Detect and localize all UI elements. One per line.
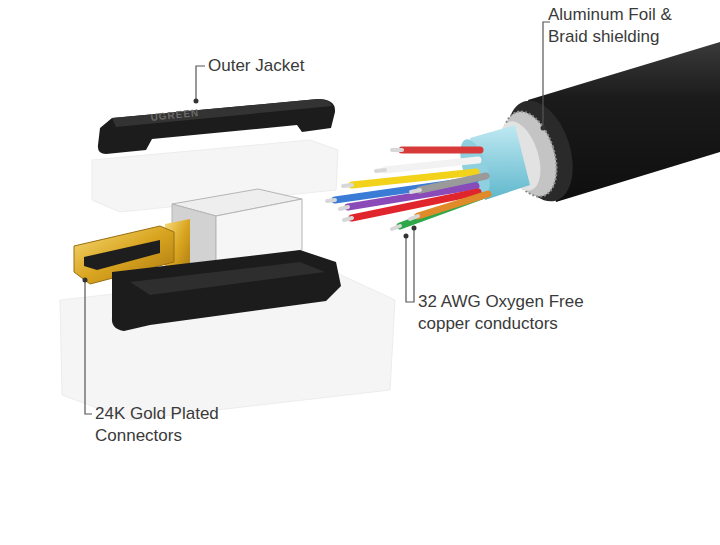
- leader-lines: [85, 22, 550, 414]
- part-label: Outer Jacket: [208, 55, 348, 77]
- leader-line: [406, 236, 412, 302]
- wire-tip: [343, 185, 352, 186]
- wire-tip: [344, 218, 352, 220]
- wire-tip: [411, 190, 420, 192]
- leader-dot: [412, 226, 417, 231]
- leader-dot: [83, 278, 88, 283]
- outer-jacket-bottom: [112, 250, 341, 331]
- ghost-shell: [60, 140, 395, 420]
- wire-white: [385, 160, 478, 170]
- wire-tips: [327, 150, 420, 229]
- wire-tip: [410, 216, 418, 219]
- wire-tip: [376, 170, 385, 171]
- outer-jacket-top: [98, 99, 335, 154]
- wire-tip: [340, 207, 348, 209]
- cable: [454, 42, 720, 210]
- jacket-cavity: [130, 262, 325, 295]
- jacket-highlight: [112, 99, 332, 127]
- part-label: Aluminum Foil & Braid shielding: [548, 4, 713, 48]
- brand-mark: UGREEN: [150, 105, 221, 124]
- wire-tip: [392, 226, 400, 229]
- leader-line: [412, 228, 414, 302]
- leader-dot: [541, 126, 546, 131]
- wire-gray: [420, 176, 486, 190]
- jacket-shell: [98, 99, 335, 154]
- wire-tip: [392, 148, 402, 152]
- wire-red: [402, 147, 480, 154]
- leader-line: [196, 66, 205, 101]
- plug-opening: [84, 240, 160, 270]
- wire-orange: [418, 194, 488, 216]
- leader-dots: [83, 99, 546, 283]
- conductors: [327, 150, 488, 229]
- leader-dot: [194, 99, 199, 104]
- part-label: 24K Gold Plated Connectors: [95, 403, 265, 447]
- jacket-shell: [112, 250, 341, 331]
- leader-dot: [404, 234, 409, 239]
- wire-tip: [327, 200, 335, 201]
- leader-line: [85, 280, 92, 414]
- part-label: 32 AWG Oxygen Free copper conductors: [418, 291, 618, 335]
